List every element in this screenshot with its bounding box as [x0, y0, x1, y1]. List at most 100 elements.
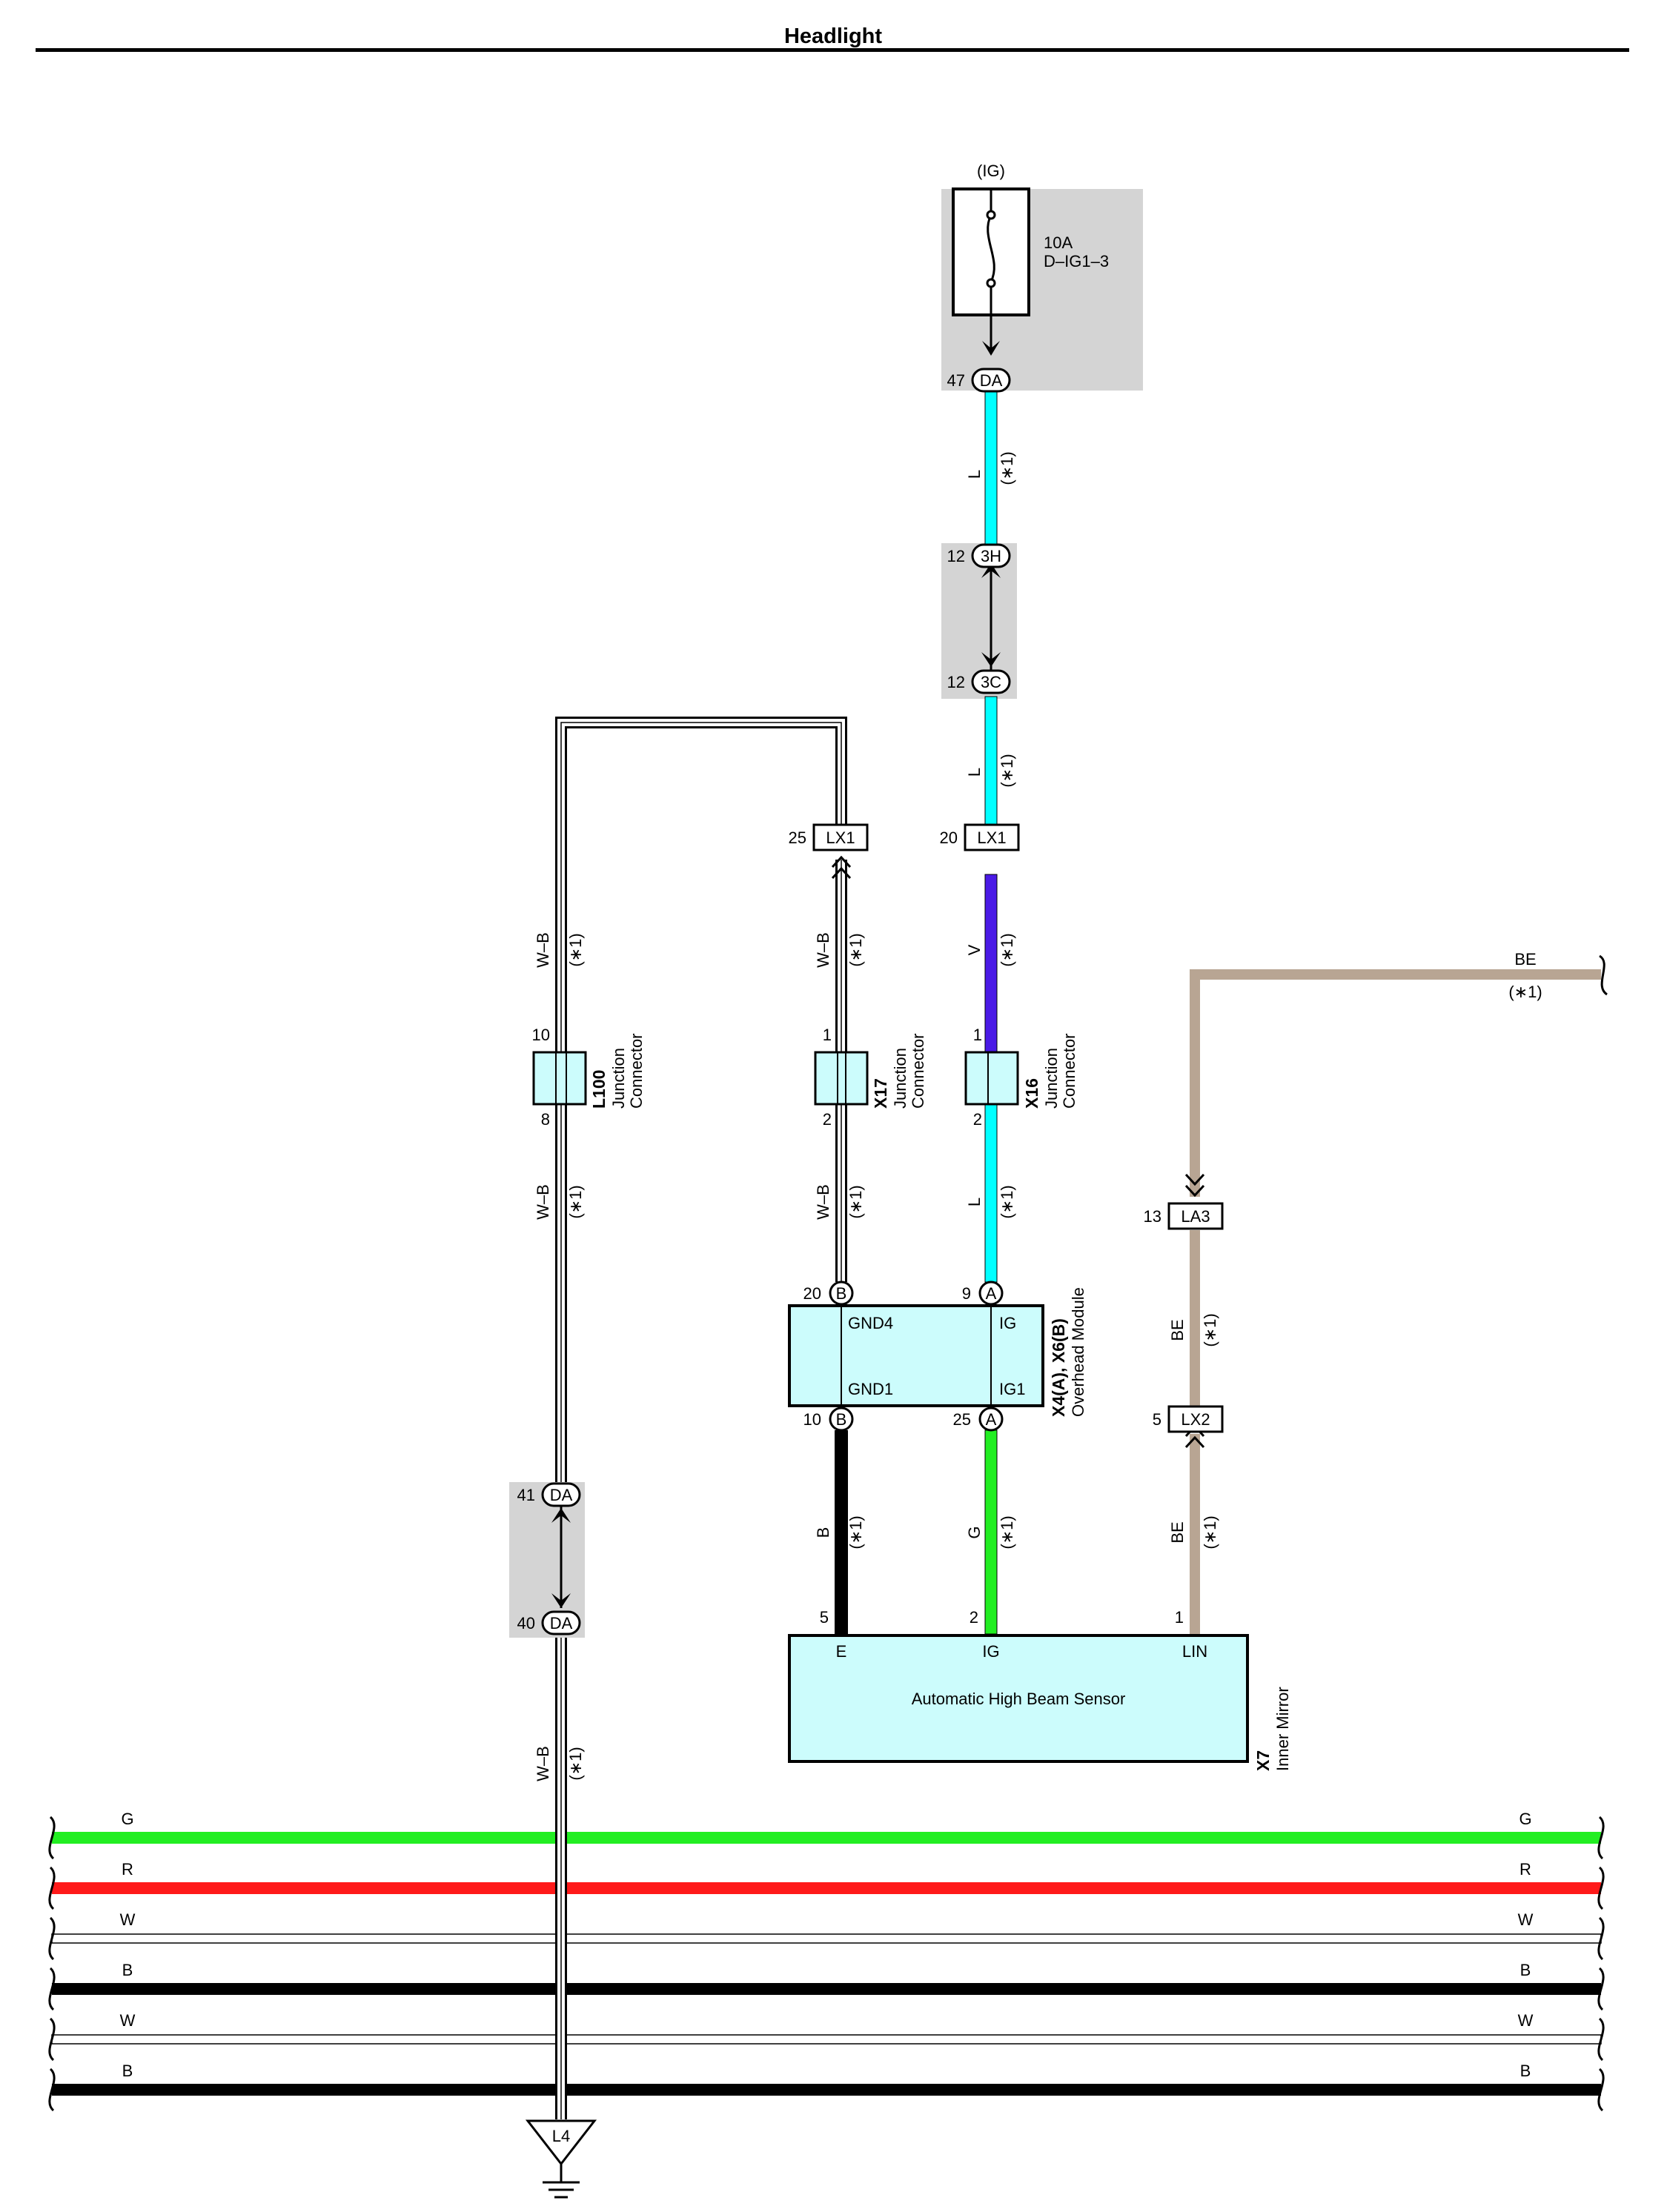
svg-text:IG: IG — [982, 1642, 999, 1661]
connector-lx1-25 — [812, 823, 869, 851]
connector-3c — [971, 669, 1011, 694]
power-source-label: (IG) — [977, 162, 1005, 180]
module-name: Overhead Module — [1069, 1287, 1087, 1417]
terminal-ig: IG — [999, 1314, 1016, 1332]
high-beam-sensor — [788, 1634, 1249, 1763]
bus-label-right: R — [1519, 1860, 1531, 1879]
svg-text:W–B: W–B — [534, 1746, 552, 1781]
sensor-name: Automatic High Beam Sensor — [912, 1690, 1126, 1708]
chevron-up-icon — [831, 855, 852, 880]
wire-break-icon — [1597, 1916, 1605, 1961]
svg-text:E: E — [836, 1642, 847, 1661]
svg-text:X16: X16 — [1022, 1078, 1041, 1109]
wire-be-mid — [1190, 1230, 1200, 1415]
fuse-icon — [987, 214, 995, 282]
svg-text:1: 1 — [973, 1026, 982, 1044]
svg-text:B: B — [836, 1284, 847, 1303]
svg-text:L: L — [965, 768, 984, 777]
svg-text:1: 1 — [823, 1026, 832, 1044]
wire-be-bottom — [1190, 1434, 1200, 1634]
bus-label-right: B — [1520, 1961, 1531, 1979]
svg-text:L: L — [965, 470, 984, 479]
svg-text:13: 13 — [1144, 1207, 1161, 1226]
svg-text:A: A — [986, 1410, 997, 1429]
svg-text:(∗1): (∗1) — [1201, 1515, 1219, 1549]
svg-text:Junction: Junction — [1042, 1048, 1061, 1109]
wire-break-icon — [1597, 2067, 1605, 2112]
svg-text:(∗1): (∗1) — [998, 1185, 1016, 1218]
svg-text:20: 20 — [803, 1284, 821, 1303]
svg-text:W–B: W–B — [534, 932, 552, 968]
svg-text:(∗1): (∗1) — [998, 1515, 1016, 1549]
wire-v — [984, 874, 998, 1053]
arrow-down-icon — [551, 1593, 571, 1608]
svg-text:X17: X17 — [871, 1078, 890, 1109]
pin-gnd1 — [829, 1406, 854, 1432]
fuse-rating: 10A — [1044, 233, 1073, 252]
sensor-location: Inner Mirror — [1273, 1687, 1292, 1771]
bus-label-right: B — [1520, 2062, 1531, 2080]
bus-wire-w — [51, 2034, 1602, 2045]
bus-label-right: G — [1519, 1810, 1531, 1828]
svg-text:(∗1): (∗1) — [1508, 983, 1542, 1001]
svg-text:W–B: W–B — [814, 932, 832, 968]
connector-3h — [971, 543, 1011, 568]
svg-text:12: 12 — [947, 547, 965, 565]
svg-text:(∗1): (∗1) — [998, 451, 1016, 485]
svg-text:2: 2 — [970, 1608, 978, 1627]
svg-text:10: 10 — [803, 1410, 821, 1429]
svg-text:DA: DA — [980, 371, 1003, 390]
svg-text:40: 40 — [517, 1614, 535, 1633]
svg-text:V: V — [965, 944, 984, 955]
ground-triangle — [525, 2119, 597, 2166]
svg-text:(∗1): (∗1) — [846, 1515, 865, 1549]
svg-text:8: 8 — [541, 1110, 550, 1129]
wire-be-top — [1190, 969, 1601, 1197]
bus-label-left: B — [122, 1961, 133, 1979]
svg-text:BE: BE — [1168, 1521, 1187, 1543]
svg-text:W–B: W–B — [534, 1184, 552, 1220]
svg-text:12: 12 — [947, 673, 965, 691]
fuse-name: D–IG1–3 — [1044, 252, 1109, 270]
bus-label-right: W — [1518, 2011, 1534, 2030]
svg-text:25: 25 — [789, 828, 806, 847]
svg-text:Connector: Connector — [627, 1033, 646, 1109]
svg-text:BE: BE — [1168, 1319, 1187, 1341]
bus-label-left: W — [120, 2011, 136, 2030]
svg-text:DA: DA — [550, 1614, 573, 1633]
svg-text:2: 2 — [823, 1110, 832, 1129]
wire-break-icon — [48, 1866, 56, 1910]
arrow-up-icon — [551, 1508, 571, 1523]
terminal-ig1: IG1 — [999, 1380, 1025, 1398]
connector-la3 — [1167, 1202, 1224, 1230]
terminal-gnd4: GND4 — [848, 1314, 893, 1332]
svg-text:(∗1): (∗1) — [846, 933, 865, 966]
wire-break-icon — [48, 1916, 56, 1961]
bus-label-right: W — [1518, 1910, 1534, 1929]
svg-text:(∗1): (∗1) — [566, 1185, 585, 1218]
connector-da-47 — [971, 368, 1011, 393]
svg-text:Junction: Junction — [891, 1048, 909, 1109]
wire-break-icon — [48, 2017, 56, 2062]
svg-text:L: L — [965, 1198, 984, 1206]
svg-text:25: 25 — [953, 1410, 971, 1429]
page-title: Headlight — [784, 24, 882, 48]
wire-break-icon — [1599, 954, 1608, 996]
pin-gnd4 — [829, 1281, 854, 1306]
bus-label-left: B — [122, 2062, 133, 2080]
svg-text:A: A — [986, 1284, 997, 1303]
wire-l-x16 — [984, 1103, 998, 1283]
connector-da-41 — [541, 1482, 581, 1507]
svg-text:3H: 3H — [981, 547, 1001, 565]
svg-text:LX1: LX1 — [977, 828, 1006, 847]
svg-text:(∗1): (∗1) — [998, 933, 1016, 966]
bus-wire-r — [52, 1882, 1601, 1894]
wire-break-icon — [1597, 1866, 1605, 1910]
svg-text:Junction: Junction — [609, 1048, 628, 1109]
svg-text:5: 5 — [820, 1608, 829, 1627]
svg-text:Connector: Connector — [909, 1033, 927, 1109]
junction-x17 — [814, 1051, 869, 1106]
svg-text:41: 41 — [517, 1486, 535, 1504]
connector-lx2 — [1167, 1405, 1224, 1433]
